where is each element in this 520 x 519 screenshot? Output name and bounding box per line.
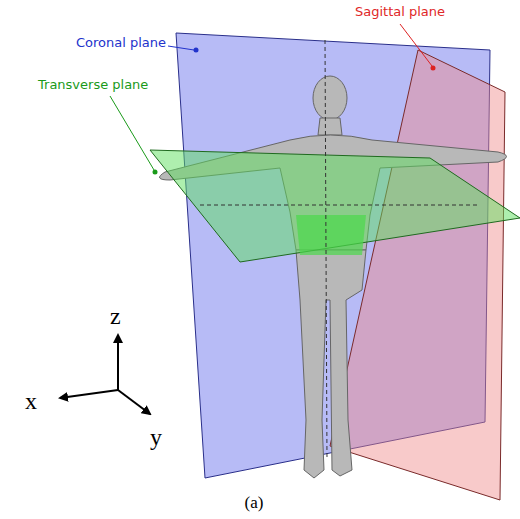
transverse-plane xyxy=(150,150,520,262)
plane-label: Sagittal plane xyxy=(355,5,445,19)
axis-label: y xyxy=(150,424,162,450)
axes xyxy=(60,335,150,414)
leader-line xyxy=(168,46,194,50)
leader-line xyxy=(110,96,154,170)
intersection-line xyxy=(200,205,480,206)
waist-section xyxy=(296,215,366,255)
leader-dot xyxy=(194,48,199,53)
human-figure xyxy=(160,76,507,478)
plane-label: Coronal plane xyxy=(76,36,166,50)
caption: (a) xyxy=(245,494,264,513)
plane-label: Transverse plane xyxy=(38,78,148,92)
leader-dot xyxy=(431,66,436,71)
axis-label: z xyxy=(110,303,121,329)
leader-dot xyxy=(153,170,158,175)
leader-line xyxy=(400,24,432,66)
intersection-line xyxy=(325,40,327,460)
axis-label: x xyxy=(25,388,37,414)
